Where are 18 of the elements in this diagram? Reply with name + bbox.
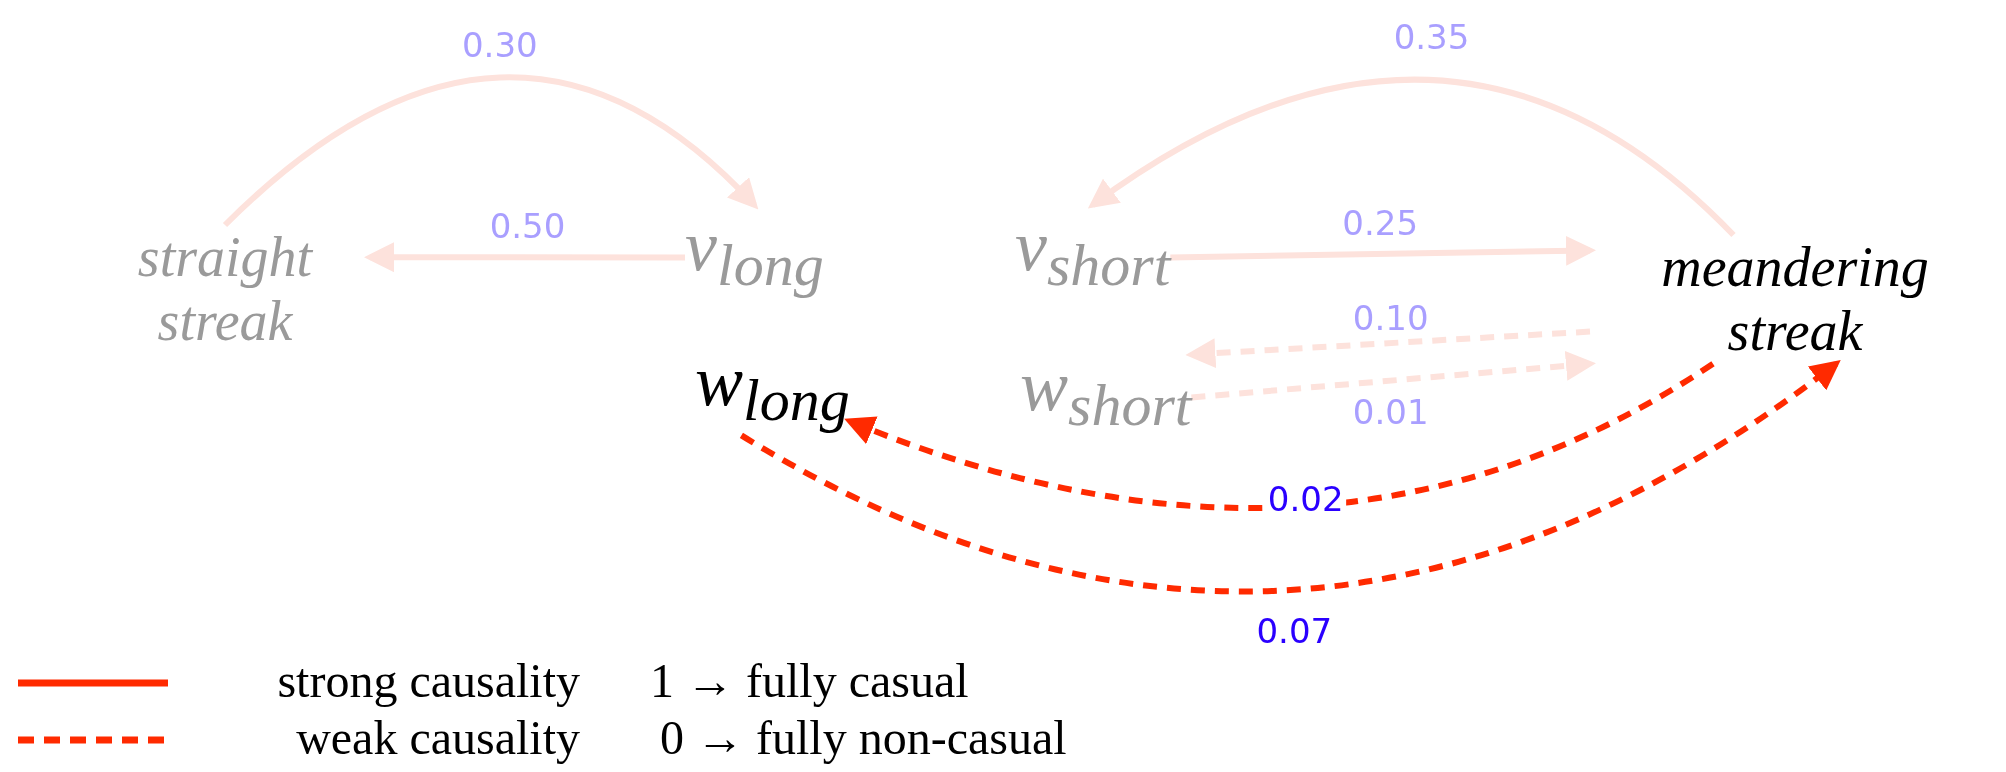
- variable-label: w$_{long}$: [695, 340, 850, 436]
- variable-label: meandering streak: [1590, 235, 2000, 364]
- arrow: [364, 242, 685, 273]
- note-text: 1 → fully casual: [650, 655, 969, 708]
- arrow: [222, 74, 759, 228]
- variable-label: v$_{long}$: [685, 205, 824, 301]
- arrow: [1170, 235, 1596, 266]
- arrow: [1191, 350, 1596, 401]
- note-text: 0 → fully non-casual: [660, 712, 1067, 765]
- variable-label: v$_{short}$: [1015, 205, 1171, 301]
- variable-label: straight streak: [80, 225, 370, 354]
- variable-label: w$_{short}$: [1020, 345, 1192, 441]
- legend-text: strong causality: [277, 655, 580, 708]
- arrow: [739, 360, 1841, 594]
- arrow: [1087, 77, 1736, 238]
- legend-text: weak causality: [296, 712, 580, 765]
- arrow: [1185, 328, 1591, 369]
- arrow: [844, 361, 1715, 511]
